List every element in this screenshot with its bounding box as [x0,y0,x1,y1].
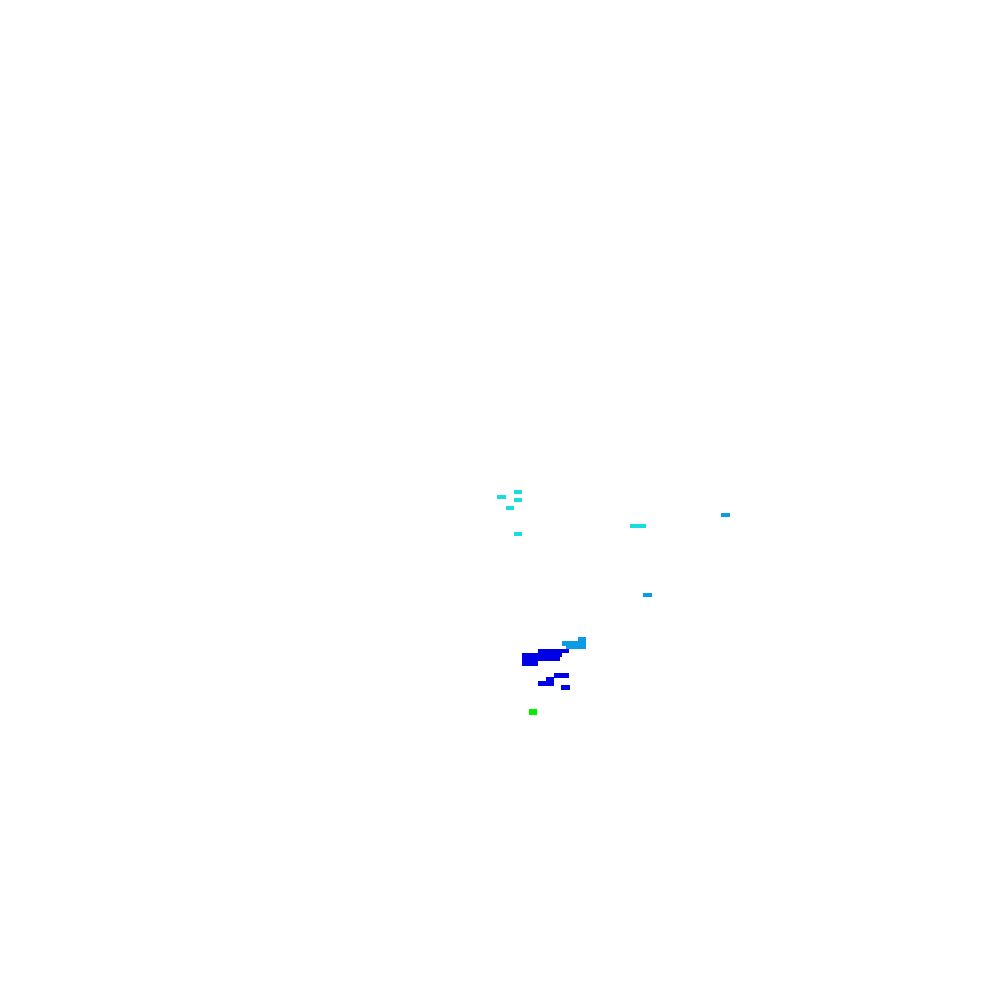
cyan-blob-6 [630,524,646,528]
blue-blob-1 [522,649,569,666]
blue-blob-1-segment-2 [538,653,562,657]
cyan-blob-4 [506,506,514,510]
sky-blob-2-segment-1 [643,593,652,597]
green-blob-1-segment-1 [529,709,537,715]
blue-blob-5 [546,649,554,653]
cyan-blob-4-segment-1 [506,506,514,510]
blue-blob-5-segment-1 [546,649,554,653]
cyan-blob-1 [497,495,506,499]
cyan-blob-2-segment-1 [514,490,522,494]
sky-blob-3 [562,637,586,649]
cyan-blob-3-segment-1 [514,498,522,502]
cyan-blob-3 [514,498,522,502]
cyan-blob-5 [514,532,522,536]
cyan-blob-6-segment-1 [630,524,646,528]
blue-blob-2 [554,673,569,678]
cyan-blob-2 [514,490,522,494]
blue-blob-1-segment-4 [522,657,560,661]
sky-blob-2 [643,593,652,597]
green-blob-1 [529,709,537,715]
blue-blob-1-segment-5 [522,661,538,666]
blue-blob-3-segment-2 [538,681,554,686]
blue-blob-2-segment-1 [554,673,569,678]
sky-blob-1-segment-1 [721,513,730,517]
sky-blob-3-segment-2 [562,641,586,646]
cyan-blob-1-segment-1 [497,495,506,499]
sky-blob-1 [721,513,730,517]
cyan-blob-5-segment-1 [514,532,522,536]
sky-blob-3-segment-3 [566,645,586,649]
blue-blob-3 [538,677,554,686]
blue-blob-4-segment-1 [561,685,570,690]
sky-blob-3-segment-1 [578,637,586,642]
blue-blob-3-segment-1 [546,677,554,682]
blue-blob-1-segment-3 [522,653,538,657]
blue-blob-4 [561,685,570,690]
